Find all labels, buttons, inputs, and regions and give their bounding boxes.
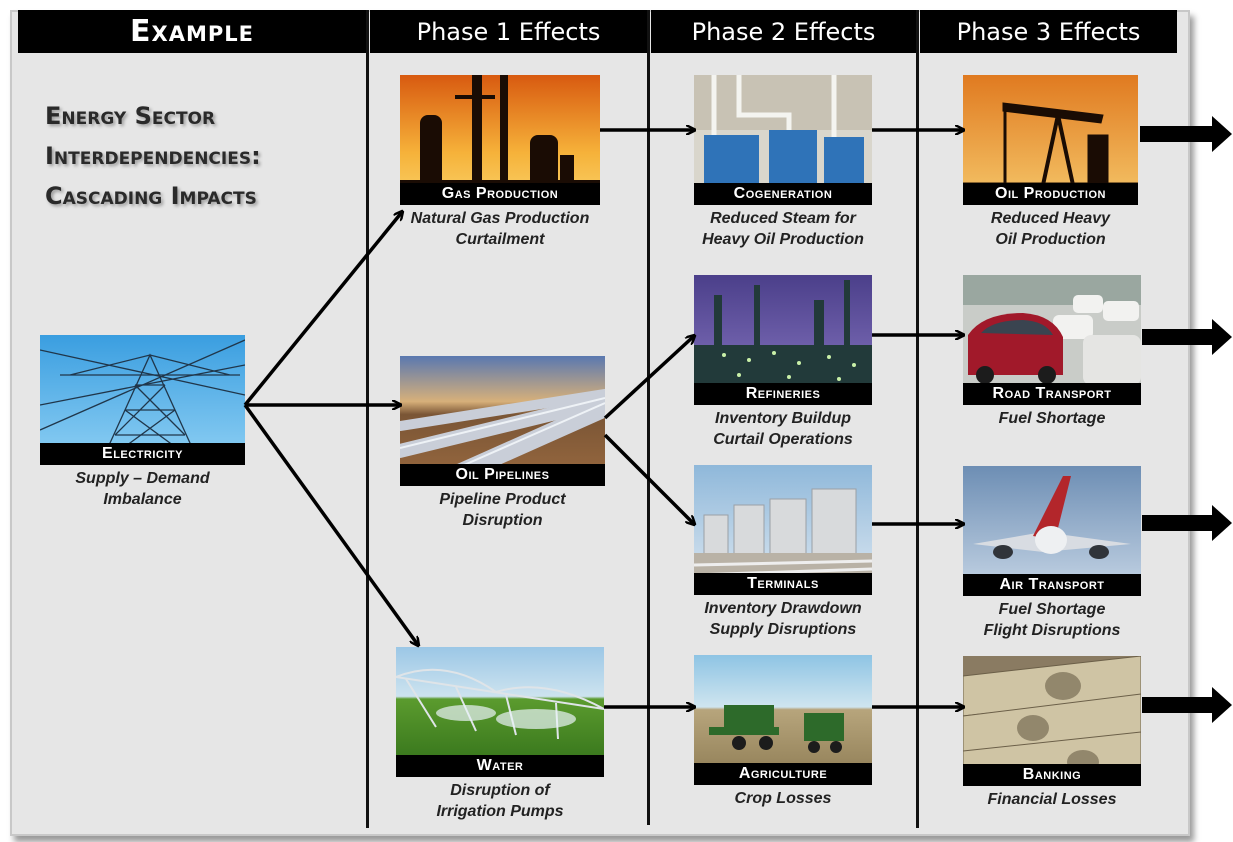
node-label-terminals: Terminals [694,573,872,595]
node-label-banking: Banking [963,764,1141,786]
node-label-electricity: Electricity [40,443,245,465]
gas-plant-sunset-icon: Gas Production [400,75,600,205]
header-phase-2: Phase 2 Effects [651,10,916,53]
node-road-transport: Road Transport Fuel Shortage [963,275,1141,429]
cogeneration-plant-icon: Cogeneration [694,75,872,205]
column-separator-2 [647,10,650,825]
combine-harvester-icon: Agriculture [694,655,872,785]
node-label-agriculture: Agriculture [694,763,872,785]
irrigation-icon: Water [396,647,604,777]
node-label-water: Water [396,755,604,777]
node-label-road-transport: Road Transport [963,383,1141,405]
node-label-air-transport: Air Transport [963,574,1141,596]
pump-jack-icon: Oil Production [963,75,1138,205]
column-separator-3 [916,10,919,828]
node-label-oil-pipelines: Oil Pipelines [400,464,605,486]
diagram-title: Energy Sector Interdependencies: Cascadi… [45,96,355,216]
money-icon: Banking [963,656,1141,786]
node-banking: Banking Financial Losses [963,656,1141,810]
traffic-icon: Road Transport [963,275,1141,405]
header-phase-3: Phase 3 Effects [920,10,1177,53]
node-label-cogeneration: Cogeneration [694,183,872,205]
header-phase-1: Phase 1 Effects [370,10,647,53]
node-label-refineries: Refineries [694,383,872,405]
header-example: Example [18,10,366,53]
node-label-oil-production: Oil Production [963,183,1138,205]
caption-agriculture: Crop Losses [734,790,832,807]
power-pylon-icon: Electricity [40,335,245,465]
caption-banking: Financial Losses [987,791,1117,808]
title-line-3: Cascading Impacts [45,182,257,210]
pipeline-icon: Oil Pipelines [400,356,605,486]
airplane-icon: Air Transport [963,466,1141,596]
title-line-2: Interdependencies: [45,142,261,170]
caption-road-transport: Fuel Shortage [998,410,1106,427]
refinery-icon: Refineries [694,275,872,405]
column-separator-1 [366,10,369,828]
storage-tanks-icon: Terminals [694,465,872,595]
title-line-1: Energy Sector [45,102,216,130]
node-agriculture: Agriculture Crop Losses [694,655,872,809]
node-label-gas-production: Gas Production [400,183,600,205]
